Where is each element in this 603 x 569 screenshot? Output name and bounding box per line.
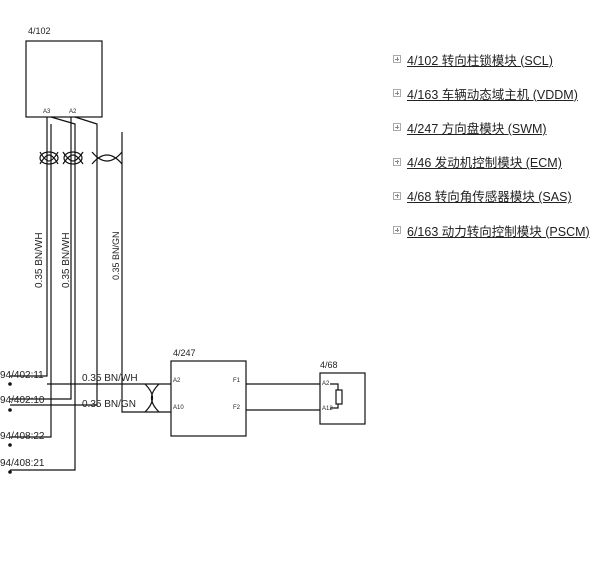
expand-plus-icon[interactable]	[393, 89, 401, 98]
pin-label-4-102-a2: A2	[69, 109, 77, 115]
pin-label-4-247-f1: F1	[233, 378, 241, 384]
legend-link-ecm[interactable]: 4/46 发动机控制模块 (ECM)	[407, 156, 562, 171]
pin-label-4-247-a10: A10	[173, 405, 184, 411]
legend-link-scl[interactable]: 4/102 转向柱锁模块 (SCL)	[407, 53, 553, 68]
connector-label-408-22: 94/408:22	[0, 431, 45, 442]
expand-plus-icon[interactable]	[393, 157, 401, 166]
legend-link-pscm[interactable]: 6/163 动力转向控制模块 (PSCM)	[407, 224, 590, 239]
legend-link-swm[interactable]: 4/247 方向盘模块 (SWM)	[407, 121, 547, 136]
component-4-102-box[interactable]	[25, 40, 103, 118]
wire-label-vertical-right: 0.35 BN/GN	[111, 231, 121, 280]
legend-link-vddm[interactable]: 4/163 车辆动态域主机 (VDDM)	[407, 87, 578, 102]
component-4-102-label: 4/102	[28, 26, 51, 36]
component-4-247-label: 4/247	[173, 348, 196, 358]
legend-item-sas[interactable]: 4/68 转向角传感器模块 (SAS)	[393, 179, 590, 213]
wire-label-horizontal-top: 0.35 BN/WH	[82, 373, 138, 384]
wire-a2-outer[interactable]	[10, 117, 72, 400]
legend-item-pscm[interactable]: 6/163 动力转向控制模块 (PSCM)	[393, 213, 590, 247]
expand-plus-icon[interactable]	[393, 191, 401, 200]
pin-label-4-68-a2: A2	[322, 381, 330, 387]
legend-item-vddm[interactable]: 4/163 车辆动态域主机 (VDDM)	[393, 76, 590, 110]
component-4-68-box[interactable]	[319, 372, 366, 425]
twist-marker-horizontal	[144, 383, 160, 413]
twist-marker-right	[91, 151, 123, 165]
legend-link-sas[interactable]: 4/68 转向角传感器模块 (SAS)	[407, 190, 572, 205]
pin-label-4-102-a3: A3	[43, 109, 51, 115]
legend-item-scl[interactable]: 4/102 转向柱锁模块 (SCL)	[393, 42, 590, 76]
component-legend: 4/102 转向柱锁模块 (SCL) 4/163 车辆动态域主机 (VDDM) …	[393, 42, 590, 247]
expand-plus-icon[interactable]	[393, 123, 401, 132]
wire-a3-inner[interactable]	[10, 116, 76, 471]
wire-a2-inner[interactable]	[10, 116, 98, 406]
connector-label-402-10: 94/402:10	[0, 395, 45, 406]
legend-item-ecm[interactable]: 4/46 发动机控制模块 (ECM)	[393, 145, 590, 179]
pin-label-4-247-a2: A2	[173, 378, 181, 384]
connector-label-408-21: 94/408:21	[0, 458, 45, 469]
wire-label-vertical-left: 0.35 BN/WH	[34, 232, 45, 288]
legend-item-swm[interactable]: 4/247 方向盘模块 (SWM)	[393, 110, 590, 144]
wire-connector-22[interactable]	[10, 124, 52, 438]
twist-marker-a2	[62, 151, 84, 165]
expand-plus-icon[interactable]	[393, 55, 401, 64]
sas-resistor	[335, 389, 343, 405]
expand-plus-icon[interactable]	[393, 226, 401, 235]
wire-bn-gn-riser[interactable]	[121, 132, 171, 413]
pin-label-4-247-f2: F2	[233, 405, 241, 411]
wire-a3-outer[interactable]	[10, 117, 48, 377]
connector-dots	[8, 382, 12, 474]
wire-label-vertical-middle: 0.35 BN/WH	[61, 232, 72, 288]
wire-label-horizontal-bottom: 0.35 BN/GN	[82, 399, 136, 410]
component-4-247-box[interactable]	[170, 360, 247, 437]
twist-marker-a3	[39, 151, 59, 165]
component-4-68-label: 4/68	[320, 360, 338, 370]
pin-label-4-68-a12: A12	[322, 406, 333, 412]
connector-label-402-11: 94/402:11	[0, 370, 44, 381]
